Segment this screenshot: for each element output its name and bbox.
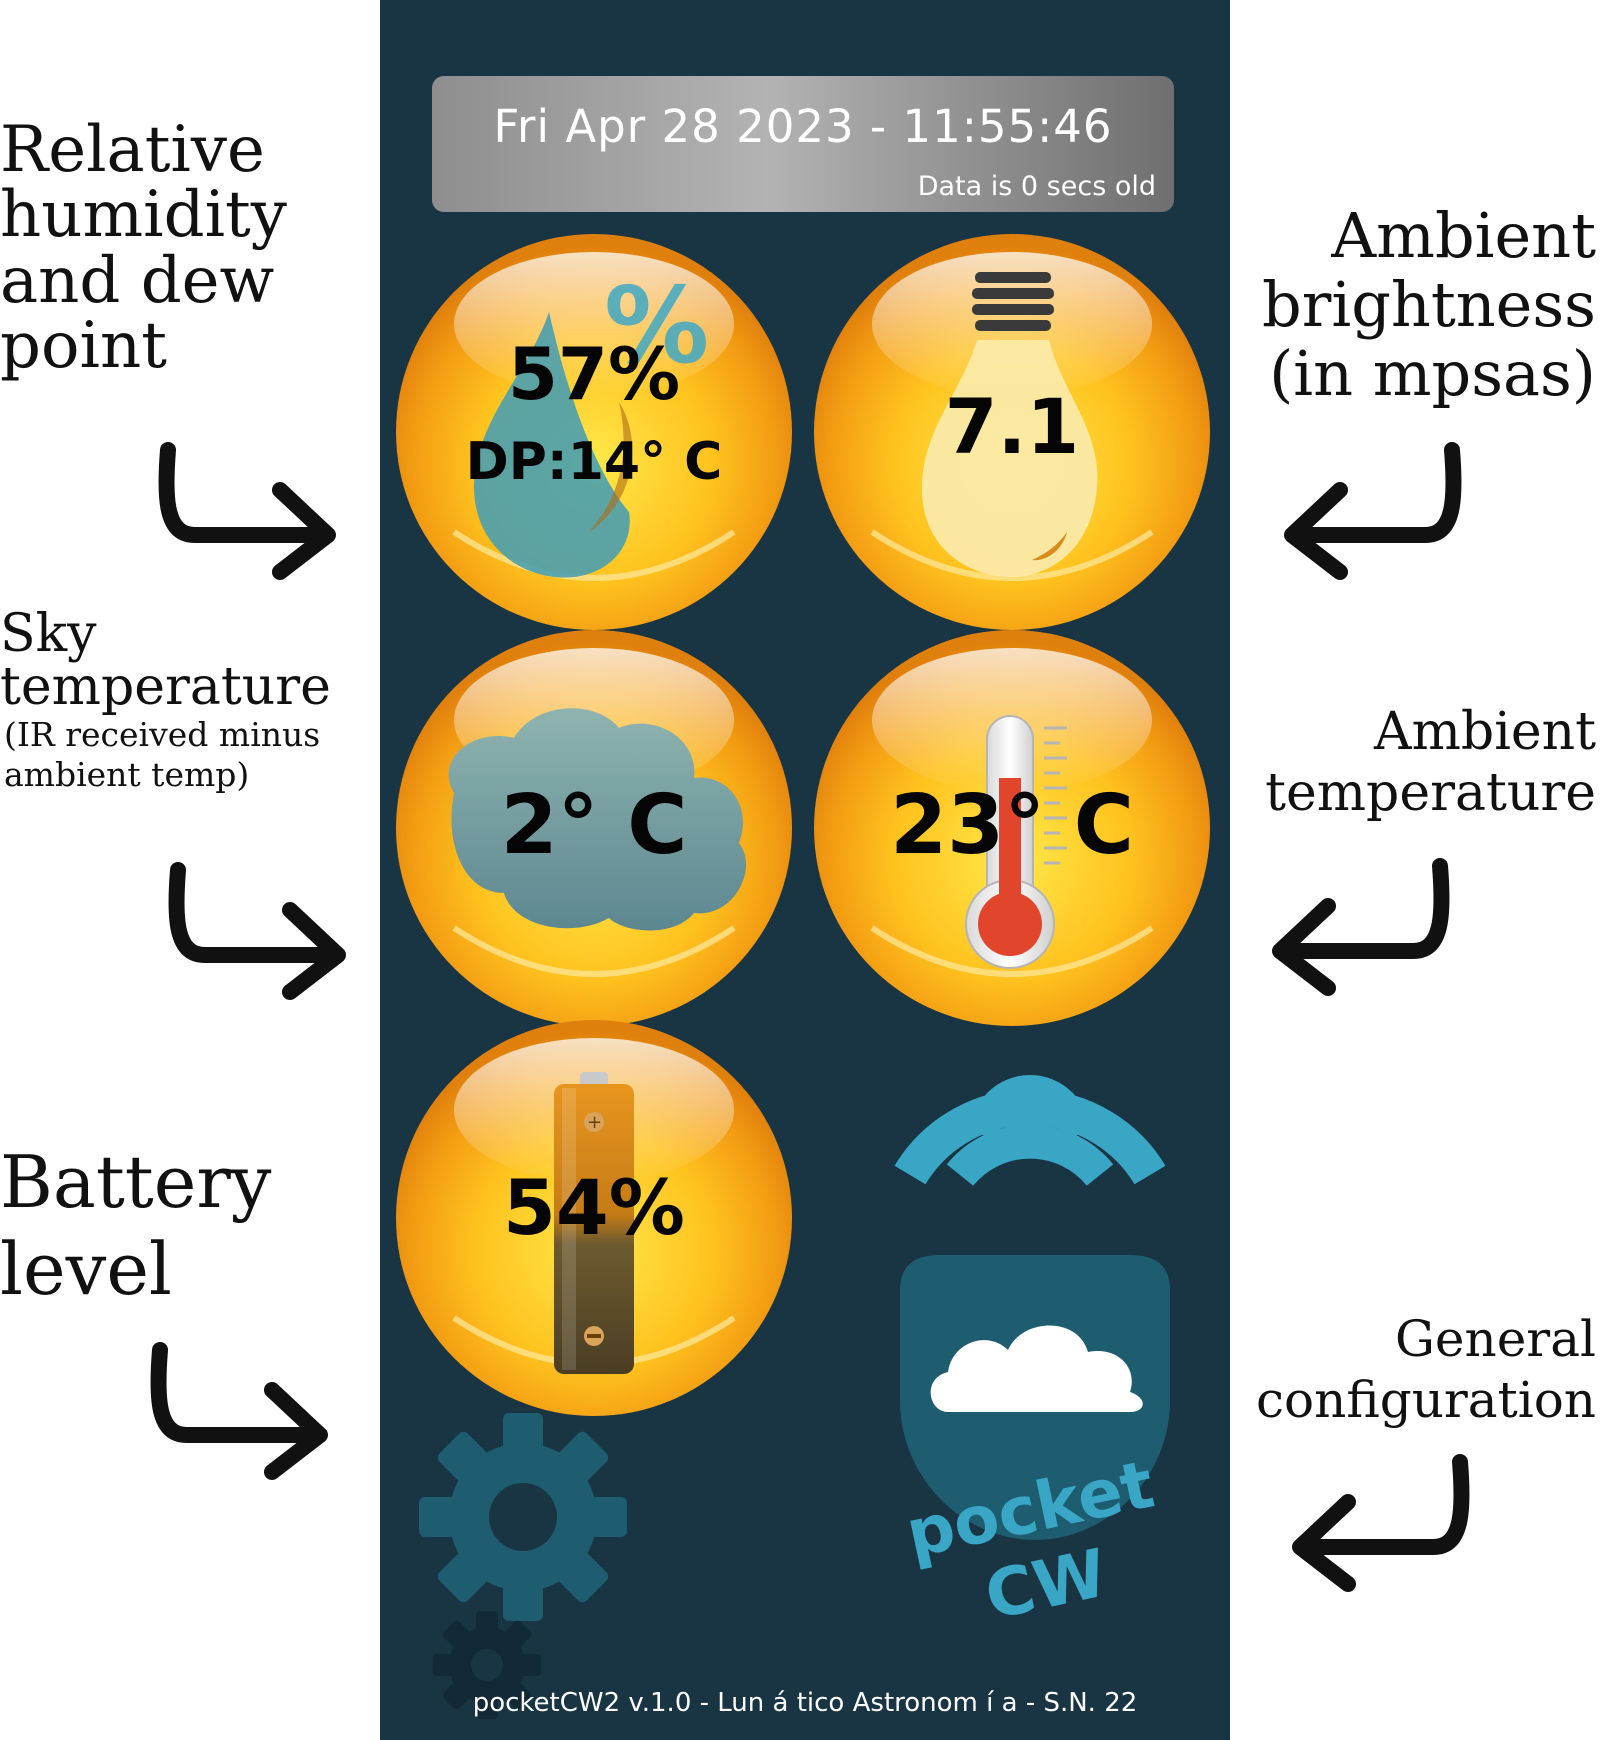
brightness-tile[interactable]: 7.1 (812, 232, 1212, 632)
battery-icon: + (554, 1072, 634, 1374)
thermometer-icon (965, 715, 1067, 969)
pocketcw-logo[interactable]: pocket CW (860, 1000, 1200, 1635)
small-gear-icon (433, 1611, 541, 1719)
data-age-label: Data is 0 secs old (917, 171, 1156, 202)
gear-icon[interactable] (416, 1410, 630, 1624)
droplet-icon (474, 312, 633, 578)
arrow-right-icon (158, 442, 336, 580)
sky-temperature-tile[interactable]: 2° C (394, 628, 794, 1028)
annotation-battery: Battery level (0, 1140, 272, 1312)
arrow-right-icon (168, 862, 346, 1000)
dew-point-value: DP:14° C (465, 432, 723, 492)
battery-tile[interactable]: + 54% (394, 1018, 794, 1418)
annotation-brightness: Ambient brightness (in mpsas) (1262, 199, 1596, 411)
datetime-label: Fri Apr 28 2023 - 11:55:46 (493, 100, 1113, 153)
ambient-temperature-tile[interactable]: 23° C (812, 628, 1212, 1028)
status-bar: Fri Apr 28 2023 - 11:55:46 Data is 0 sec… (432, 76, 1174, 212)
arrow-right-icon (150, 1342, 328, 1480)
svg-text:+: + (587, 1112, 602, 1133)
arrow-left-icon (1292, 1454, 1470, 1592)
arrow-left-icon (1272, 858, 1450, 996)
app-screen: Fri Apr 28 2023 - 11:55:46 Data is 0 sec… (380, 0, 1230, 1740)
annotation-general-configuration: General configuration (1256, 1310, 1596, 1429)
humidity-value: 57% (507, 332, 681, 416)
battery-value: 54% (503, 1163, 685, 1252)
annotation-sky-temperature: Sky temperature (IR received minus ambie… (0, 604, 331, 794)
cloud-icon (448, 708, 747, 931)
percent-icon: % (604, 265, 709, 387)
ambient-temperature-value: 23° C (890, 778, 1134, 873)
lightbulb-icon (921, 272, 1098, 577)
humidity-tile[interactable]: % 57% DP:14° C (394, 232, 794, 632)
arrow-left-icon (1284, 442, 1462, 580)
footer-version: pocketCW2 v.1.0 - Lun á tico Astronom í … (472, 1688, 1138, 1718)
annotation-humidity: Relative humidity and dew point (0, 113, 287, 383)
brightness-value: 7.1 (944, 382, 1080, 471)
sky-temperature-value: 2° C (500, 778, 688, 873)
annotation-ambient-temperature: Ambient temperature (1265, 702, 1596, 824)
